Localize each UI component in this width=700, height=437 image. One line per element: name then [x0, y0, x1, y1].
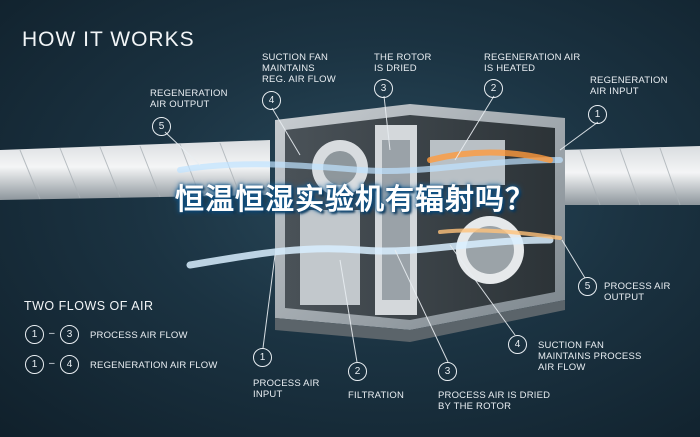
callout-top-5-label: REGENERATION AIR OUTPUT: [150, 88, 228, 110]
legend-dash: –: [49, 358, 55, 369]
callout-bottom-1-label: PROCESS AIR INPUT: [253, 378, 320, 400]
cabinet: [275, 104, 565, 342]
callout-bottom-4-num: 4: [508, 335, 527, 354]
callout-bottom-5-num: 5: [578, 277, 597, 296]
callout-top-4-label: SUCTION FAN MAINTAINS REG. AIR FLOW: [262, 52, 336, 85]
legend-row1-from: 1: [25, 325, 44, 344]
callout-bottom-3-label: PROCESS AIR IS DRIED BY THE ROTOR: [438, 390, 551, 412]
legend-row2-to: 4: [60, 355, 79, 374]
callout-top-1-label: REGENERATION AIR INPUT: [590, 75, 668, 97]
callout-top-2-label: REGENERATION AIR IS HEATED: [484, 52, 581, 74]
callout-top-3-num: 3: [374, 79, 393, 98]
airflow-streams: [177, 149, 563, 269]
callout-bottom-3-num: 3: [438, 362, 457, 381]
legend-row2-label: REGENERATION AIR FLOW: [90, 360, 218, 371]
legend-dash: –: [49, 328, 55, 339]
callout-bottom-2-num: 2: [348, 362, 367, 381]
callout-top-4-num: 4: [262, 91, 281, 110]
legend-row1-label: PROCESS AIR FLOW: [90, 330, 188, 341]
callout-bottom-4-label: SUCTION FAN MAINTAINS PROCESS AIR FLOW: [538, 340, 642, 373]
overlay-title: 恒温恒湿实验机有辐射吗？: [174, 184, 535, 216]
page-title: HOW IT WORKS: [22, 28, 195, 51]
callout-top-2-num: 2: [484, 79, 503, 98]
callout-top-3-label: THE ROTOR IS DRIED: [374, 52, 432, 74]
callout-bottom-1-num: 1: [253, 348, 272, 367]
legend-row1-to: 3: [60, 325, 79, 344]
callout-bottom-5-label: PROCESS AIR OUTPUT: [604, 281, 671, 303]
callout-top-5-num: 5: [152, 117, 171, 136]
callout-bottom-2-label: FILTRATION: [348, 390, 405, 401]
left-duct: [0, 140, 270, 200]
right-duct: [560, 146, 700, 206]
flows-title: TWO FLOWS OF AIR: [24, 299, 154, 313]
legend-row2-from: 1: [25, 355, 44, 374]
callout-top-1-num: 1: [588, 105, 607, 124]
